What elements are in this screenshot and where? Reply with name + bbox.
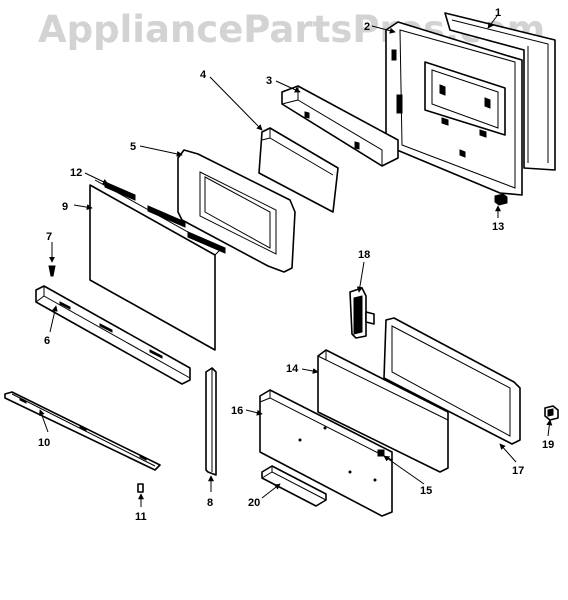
callout-14: 14 (286, 363, 299, 375)
callout-12: 12 (70, 167, 82, 179)
callout-13: 13 (492, 221, 504, 233)
callout-17: 17 (512, 465, 524, 477)
part-4-window-glass[interactable] (258, 127, 339, 213)
callout-10: 10 (38, 437, 50, 449)
callout-20: 20 (248, 497, 260, 509)
callout-labels: 1 2 3 4 5 6 7 8 9 10 11 12 13 14 15 16 1… (38, 7, 554, 523)
part-16-drawer-front[interactable] (259, 389, 393, 517)
callout-11: 11 (135, 511, 147, 523)
part-2-inner-door-panel[interactable] (385, 21, 523, 196)
callout-16: 16 (231, 405, 243, 417)
part-3-door-channel[interactable] (281, 85, 399, 167)
callout-1: 1 (495, 7, 501, 19)
part-10-bottom-trim[interactable] (4, 391, 161, 471)
part-15-screw[interactable] (377, 449, 385, 457)
callout-5: 5 (130, 141, 136, 153)
part-9-outer-door-glass[interactable] (89, 179, 221, 351)
part-7-screw[interactable] (48, 265, 56, 277)
part-6-door-trim[interactable] (35, 285, 191, 385)
part-1-door-gasket[interactable] (444, 12, 556, 171)
callout-8: 8 (207, 497, 213, 509)
part-14-drawer-panel[interactable] (317, 349, 449, 473)
callout-3: 3 (266, 75, 272, 87)
callout-7: 7 (46, 231, 52, 243)
part-5-door-frame[interactable] (177, 149, 296, 273)
callout-18: 18 (358, 249, 370, 261)
callout-15: 15 (420, 485, 432, 497)
part-18-hinge[interactable] (349, 287, 375, 339)
part-8-side-trim[interactable] (205, 367, 217, 476)
leader-lines (38, 15, 553, 507)
part-13-clip[interactable] (494, 193, 508, 206)
callout-4: 4 (200, 69, 207, 81)
part-20-drawer-glide[interactable] (261, 465, 327, 507)
callout-6: 6 (44, 335, 50, 347)
callout-2: 2 (364, 21, 370, 33)
callout-9: 9 (62, 201, 68, 213)
part-19-bumper[interactable] (544, 405, 559, 421)
part-11-clip[interactable] (137, 483, 144, 493)
callout-19: 19 (542, 439, 554, 451)
part-17-drawer-liner[interactable] (383, 317, 521, 445)
